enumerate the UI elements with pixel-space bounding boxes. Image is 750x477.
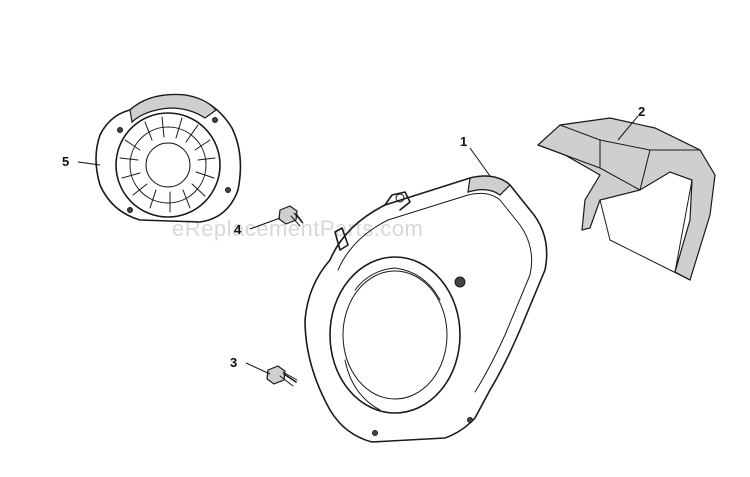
- part-4-bolt: [278, 205, 304, 227]
- part-1-fan-housing: [304, 175, 548, 443]
- callout-label-1: 1: [460, 134, 467, 149]
- callout-label-2: 2: [638, 104, 645, 119]
- watermark-text: eReplacementParts.com: [172, 216, 423, 241]
- callout-1: 1: [460, 134, 491, 177]
- part-3-bolt: [266, 365, 298, 387]
- callout-5: 5: [62, 154, 101, 169]
- callout-label-4: 4: [234, 222, 242, 237]
- part-2-shroud-cover: [536, 117, 716, 281]
- callout-3: 3: [230, 355, 271, 375]
- callout-2: 2: [617, 104, 645, 141]
- callout-label-5: 5: [62, 154, 69, 169]
- callout-label-3: 3: [230, 355, 237, 370]
- part-5-starter-pulley: [95, 93, 242, 223]
- callout-4: 4: [234, 217, 281, 237]
